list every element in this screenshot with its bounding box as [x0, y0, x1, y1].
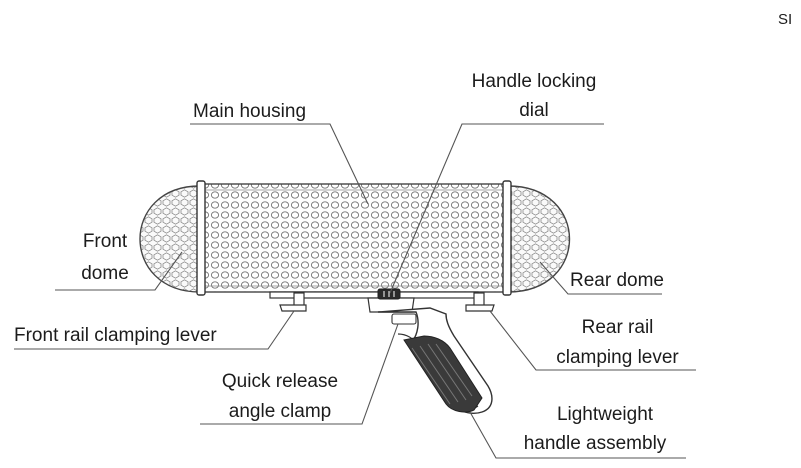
label-rear-dome: Rear dome — [570, 270, 664, 291]
label-handle-locking-dial-line2: dial — [519, 100, 549, 121]
housing-end-rings — [196, 180, 512, 296]
main-housing-shape — [202, 183, 506, 293]
label-lightweight-handle-assembly-line1: Lightweight — [556, 404, 654, 425]
rear-rail-lever-shape — [465, 292, 495, 312]
pistol-grip-shape — [377, 307, 493, 414]
handle-mount-block — [367, 288, 415, 313]
leader-lines — [14, 123, 696, 459]
label-rear-rail-clamping-lever-line2: clamping lever — [556, 347, 679, 368]
label-front-rail-clamping-lever: Front rail clamping lever — [14, 325, 217, 346]
label-quick-release-angle-clamp-line1: Quick release — [221, 371, 339, 392]
label-handle-locking-dial-line1: Handle locking — [471, 71, 597, 92]
rear-dome-shape — [507, 185, 570, 293]
front-rail-lever-shape — [279, 292, 307, 312]
label-lightweight-handle-assembly-line2: handle assembly — [523, 433, 667, 454]
label-front-dome-line2: dome — [81, 263, 129, 284]
label-front-dome-line1: Front — [82, 231, 128, 252]
corner-text: SI — [778, 11, 793, 28]
label-main-housing: Main housing — [193, 101, 307, 122]
front-dome-shape — [139, 185, 201, 293]
label-quick-release-angle-clamp-line2: angle clamp — [228, 401, 332, 422]
label-rear-rail-clamping-lever-line1: Rear rail — [581, 317, 654, 338]
